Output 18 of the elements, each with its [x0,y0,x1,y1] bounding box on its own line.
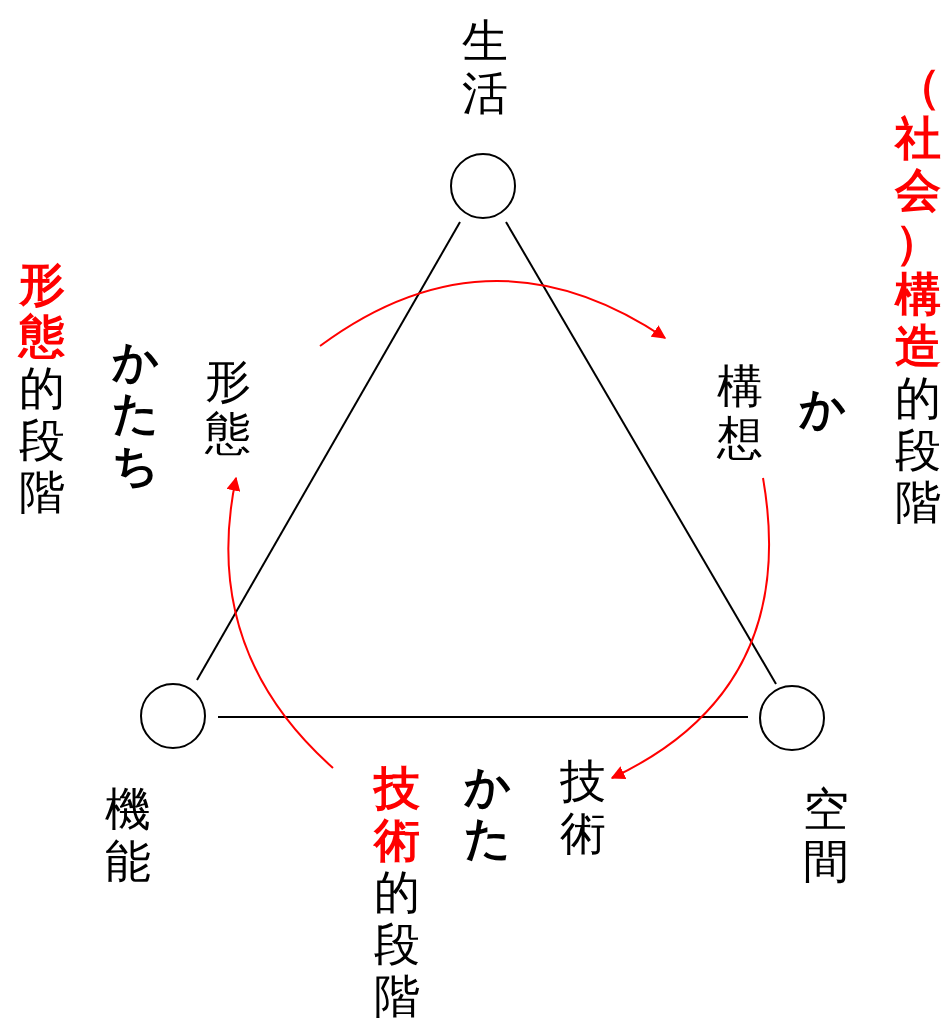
circle-caption: 機能 [105,783,149,887]
curved-arrow [319,280,667,347]
stage-label: 形態的段階 [19,258,63,518]
node-text: 技術 [560,755,604,859]
circle-caption: 生活 [462,15,506,119]
reading-label: かた [464,760,508,864]
node-text: 形態 [205,355,249,459]
node-text: 構想 [717,360,761,464]
curved-arrow [227,476,334,769]
triangle-side [505,221,777,685]
triangle-side [217,716,749,718]
curved-arrow [610,477,771,779]
circle-caption: 空間 [803,783,847,887]
reading-label: かたち [112,335,156,491]
triangle-side [196,221,461,681]
stage-label: 技術的段階 [374,762,418,1022]
reading-label: か [799,382,843,434]
stage-label: （社会）構造的段階 [895,60,939,528]
